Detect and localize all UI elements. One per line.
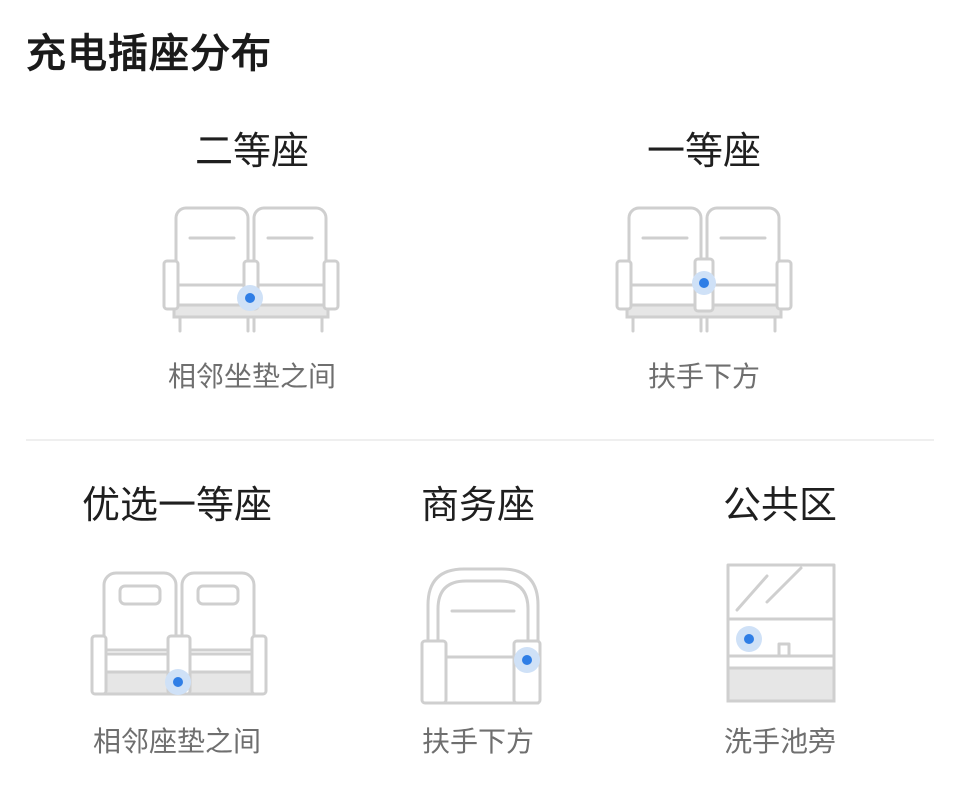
page-title: 充电插座分布 <box>26 31 272 77</box>
section-title-second-class: 二等座 <box>194 129 309 173</box>
double-seat-icon <box>615 206 793 333</box>
section-title-public-area: 公共区 <box>722 483 837 527</box>
business-seat-icon <box>420 567 542 705</box>
section-caption-public-area: 洗手池旁 <box>723 725 836 758</box>
section-title-first-class: 一等座 <box>646 129 761 173</box>
section-divider <box>26 439 934 441</box>
section-caption-second-class: 相邻坐垫之间 <box>167 360 336 393</box>
washbasin-icon <box>726 563 836 703</box>
section-title-premium-first-class: 优选一等座 <box>81 483 272 527</box>
premium-double-seat-icon <box>90 571 268 696</box>
section-caption-premium-first-class: 相邻座垫之间 <box>92 725 261 758</box>
section-caption-first-class: 扶手下方 <box>647 360 760 393</box>
section-title-business-class: 商务座 <box>420 483 535 527</box>
double-seat-icon <box>162 206 340 333</box>
section-caption-business-class: 扶手下方 <box>421 725 534 758</box>
